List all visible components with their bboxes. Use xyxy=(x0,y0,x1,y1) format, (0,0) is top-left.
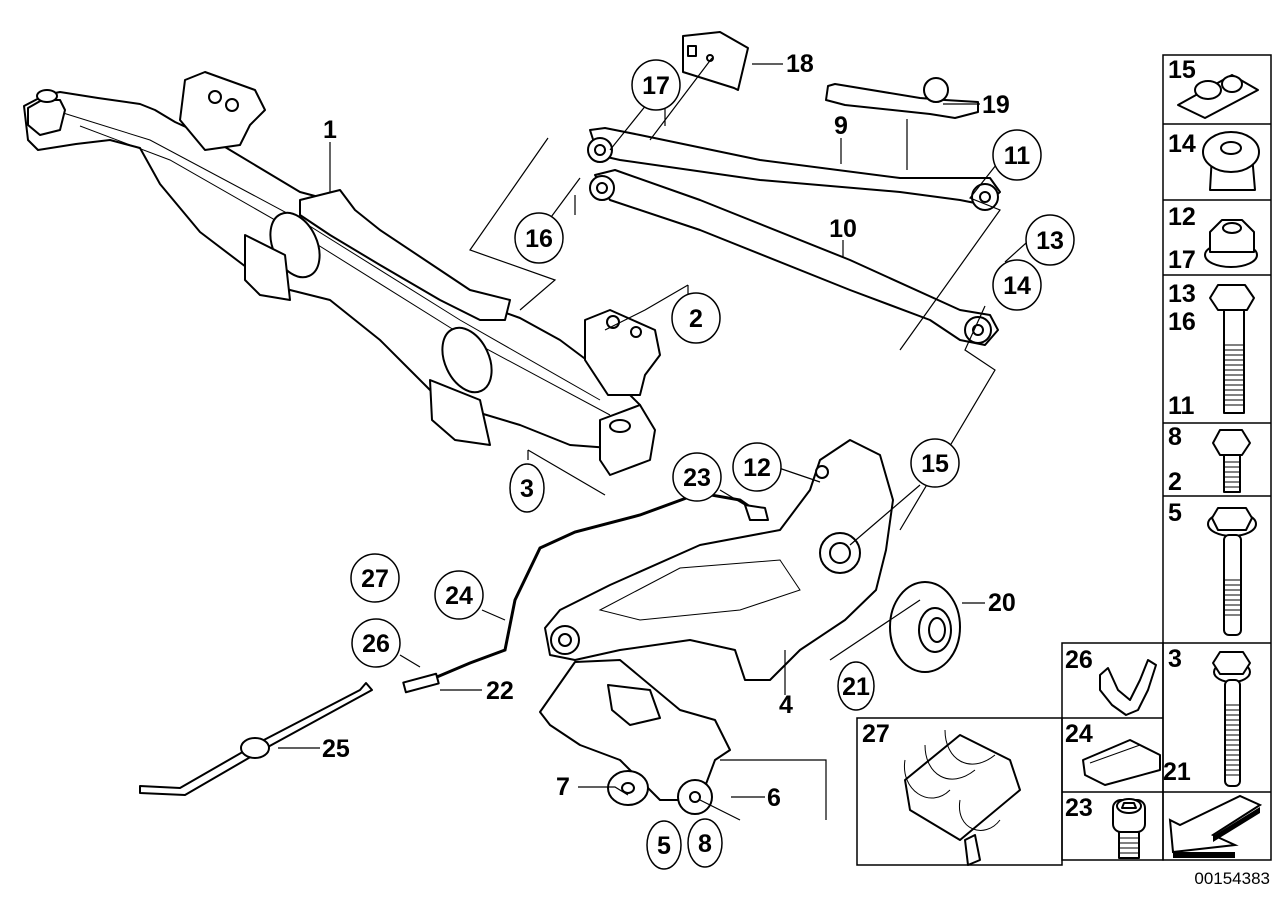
label-1: 1 xyxy=(323,116,337,144)
panel-15-cage-nut[interactable]: 15 xyxy=(1168,56,1259,119)
label-10: 10 xyxy=(829,215,857,243)
callout-27[interactable]: 27 xyxy=(350,553,400,603)
callout-12[interactable]: 12 xyxy=(732,442,782,492)
panel-26-cable-clip[interactable]: 26 xyxy=(1065,646,1157,716)
panel-3-21-bolt[interactable]: 3 21 xyxy=(1163,645,1251,787)
svg-text:3: 3 xyxy=(1168,645,1182,673)
panel-27-line-holder[interactable]: 27 xyxy=(862,720,1021,866)
svg-text:13: 13 xyxy=(1036,227,1064,255)
panel-13-16-11-bolt[interactable]: 13 16 11 xyxy=(1168,280,1255,420)
label-22: 22 xyxy=(486,677,514,705)
label-20: 20 xyxy=(988,589,1016,617)
svg-text:27: 27 xyxy=(361,565,389,593)
callout-13[interactable]: 13 xyxy=(1025,214,1075,266)
bracket-part-18[interactable] xyxy=(682,31,749,91)
svg-text:12: 12 xyxy=(1168,203,1196,231)
panel-23-socket-screw[interactable]: 23 xyxy=(1065,794,1146,859)
svg-text:12: 12 xyxy=(743,454,771,482)
arrow-icon xyxy=(1168,794,1263,854)
control-arm-part-10[interactable] xyxy=(589,169,999,346)
svg-text:23: 23 xyxy=(683,464,711,492)
callout-14[interactable]: 14 xyxy=(992,259,1042,311)
washer-part-6[interactable] xyxy=(607,770,649,806)
svg-text:11: 11 xyxy=(1004,142,1031,170)
svg-text:16: 16 xyxy=(525,225,553,253)
svg-text:23: 23 xyxy=(1065,794,1093,822)
wheel-carrier-part-4[interactable] xyxy=(544,439,894,681)
svg-text:8: 8 xyxy=(1168,423,1182,451)
svg-text:27: 27 xyxy=(862,720,890,748)
callout-8[interactable]: 8 xyxy=(687,818,723,868)
svg-text:24: 24 xyxy=(1065,720,1093,748)
callout-16[interactable]: 16 xyxy=(514,212,564,264)
callout-24[interactable]: 24 xyxy=(434,570,484,620)
svg-text:24: 24 xyxy=(445,582,473,610)
label-7: 7 xyxy=(556,773,570,801)
callout-26[interactable]: 26 xyxy=(351,618,401,668)
callout-2[interactable]: 2 xyxy=(671,292,721,344)
callout-15[interactable]: 15 xyxy=(910,438,960,488)
axle-carrier-part-1[interactable] xyxy=(23,71,661,476)
svg-text:14: 14 xyxy=(1168,130,1196,158)
document-number: 00154383 xyxy=(1194,869,1270,888)
svg-text:2: 2 xyxy=(689,305,703,333)
callout-17[interactable]: 17 xyxy=(631,59,681,111)
svg-text:26: 26 xyxy=(1065,646,1093,674)
label-18: 18 xyxy=(786,50,814,78)
svg-text:3: 3 xyxy=(520,475,534,503)
svg-text:21: 21 xyxy=(842,673,870,701)
panel-8-2-bolt[interactable]: 8 2 xyxy=(1168,423,1251,496)
panel-24-cable-clamp[interactable]: 24 xyxy=(1065,720,1161,786)
svg-text:11: 11 xyxy=(1168,392,1195,420)
svg-text:14: 14 xyxy=(1003,272,1031,300)
svg-text:17: 17 xyxy=(642,72,670,100)
svg-text:16: 16 xyxy=(1168,308,1196,336)
svg-text:15: 15 xyxy=(921,450,949,478)
cover-part-19[interactable] xyxy=(825,77,979,119)
svg-text:26: 26 xyxy=(362,630,390,658)
control-arm-part-9[interactable] xyxy=(587,127,1001,211)
wire-harness-part-25[interactable] xyxy=(139,682,373,796)
label-4: 4 xyxy=(779,691,793,719)
svg-text:17: 17 xyxy=(1168,246,1196,274)
sensor-cable-part-24[interactable] xyxy=(402,491,769,694)
fastener-panels xyxy=(856,54,1272,866)
svg-text:5: 5 xyxy=(1168,499,1182,527)
callout-23[interactable]: 23 xyxy=(672,452,722,502)
label-9: 9 xyxy=(834,112,848,140)
label-25: 25 xyxy=(322,735,350,763)
panel-14-rubber-mount[interactable]: 14 xyxy=(1168,130,1260,191)
panel-direction-arrow xyxy=(1168,794,1263,858)
leader-lines xyxy=(278,57,1036,821)
callout-11[interactable]: 11 xyxy=(992,129,1042,181)
callout-5[interactable]: 5 xyxy=(646,820,682,870)
panel-12-17-nut[interactable]: 12 17 xyxy=(1168,203,1258,274)
svg-text:8: 8 xyxy=(698,830,712,858)
label-6: 6 xyxy=(767,784,781,812)
washer-part-5[interactable] xyxy=(677,779,713,815)
label-19: 19 xyxy=(982,91,1010,119)
svg-text:15: 15 xyxy=(1168,56,1196,84)
callout-21[interactable]: 21 xyxy=(837,661,875,711)
wheel-hub-part-20[interactable] xyxy=(889,581,961,673)
svg-text:21: 21 xyxy=(1163,758,1191,786)
bolt-thread xyxy=(1224,344,1244,406)
callout-3[interactable]: 3 xyxy=(509,463,545,513)
panel-5-collar-bolt[interactable]: 5 xyxy=(1168,499,1257,636)
svg-text:13: 13 xyxy=(1168,280,1196,308)
plate-part-7[interactable] xyxy=(539,659,731,801)
svg-text:5: 5 xyxy=(657,832,671,860)
svg-text:2: 2 xyxy=(1168,468,1182,496)
